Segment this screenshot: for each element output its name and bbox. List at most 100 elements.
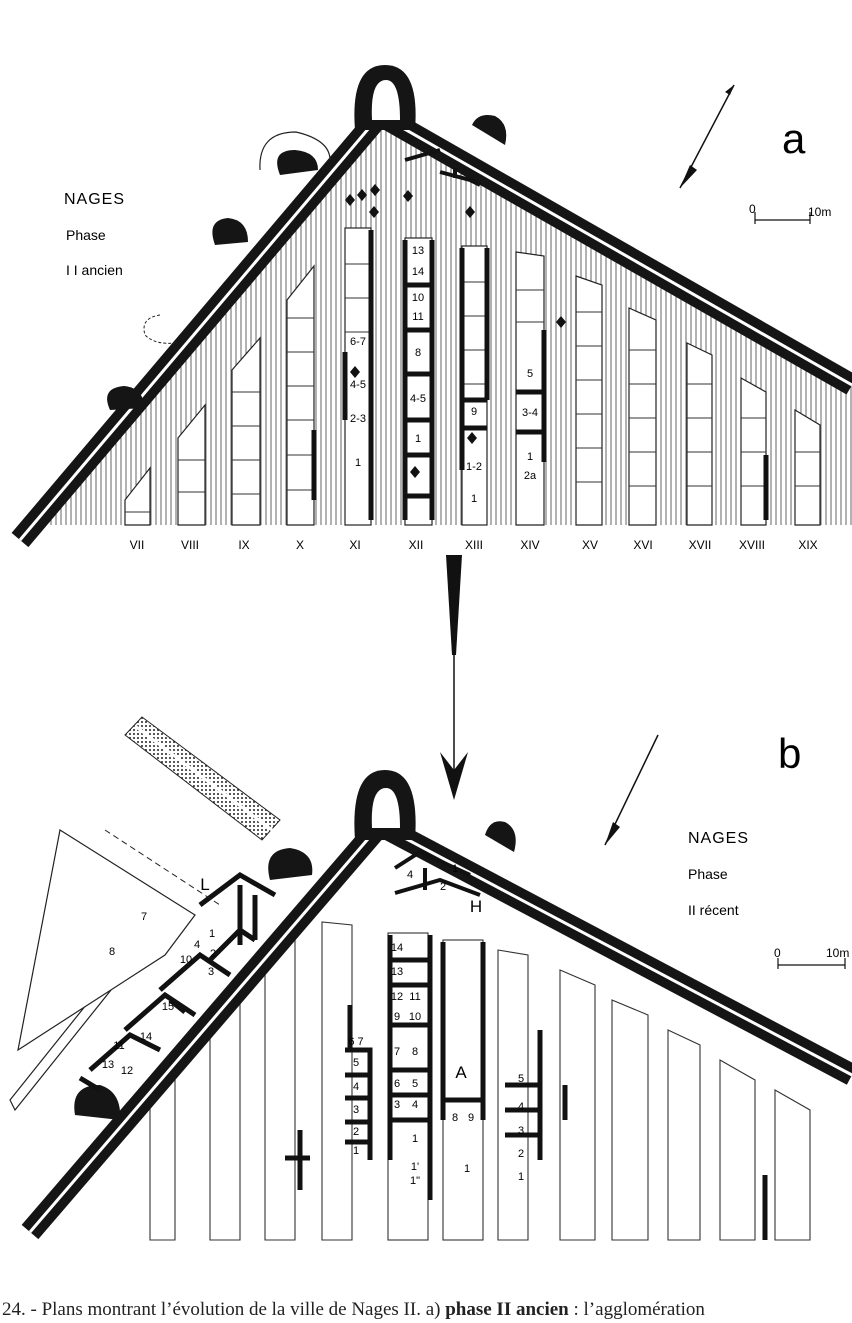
room-label: 5 [412, 1078, 418, 1090]
room-label: 5 [527, 368, 533, 380]
panel-a-title: NAGES [64, 191, 125, 208]
room-label: 4 [518, 1101, 524, 1113]
insula-label: XVI [633, 538, 652, 552]
room-label: 1 [471, 493, 477, 505]
insula-label: XIX [798, 538, 817, 552]
room-label: 14 [391, 942, 403, 954]
area-letter: A [455, 1063, 467, 1082]
room-label: 4-5 [350, 379, 366, 391]
room-label: 11 [113, 1040, 124, 1052]
panel-b-phase-name: II récent [688, 902, 739, 918]
insula-label: XIII [465, 538, 483, 552]
room-label: 9 [471, 406, 477, 418]
area-letter: H [470, 897, 482, 916]
north-arrow-b [604, 734, 659, 846]
room-label: 1-2 [466, 461, 482, 473]
room-label: 9 [394, 1011, 400, 1023]
insula-blocks [124, 227, 821, 526]
room-label: 4 [412, 1099, 418, 1111]
room-label: 1 [209, 928, 215, 940]
transition-arrow [440, 555, 468, 800]
panel-a-scale-end: 10m [808, 205, 831, 219]
scale-bar-b [777, 958, 846, 969]
room-label: 12 [391, 991, 403, 1003]
room-label: 8 [109, 946, 115, 958]
room-label: 7 [394, 1046, 400, 1058]
caption-number: 24. [2, 1299, 26, 1320]
room-label: 4 [194, 939, 200, 951]
room-label: 7 [141, 911, 147, 923]
insula-label: VIII [181, 538, 199, 552]
north-arrow-a [679, 84, 735, 189]
figure-caption: 24. - Plans montrant l’évolution de la v… [2, 1299, 852, 1321]
room-label: 6-7 [350, 336, 366, 348]
scale-bar-a [754, 212, 811, 224]
panel-b-title: NAGES [688, 830, 749, 847]
panel-a-scale-start: 0 [749, 202, 756, 216]
room-label: 11 [409, 991, 420, 1003]
panel-b [9, 716, 852, 1241]
room-label: 1 [464, 1163, 470, 1175]
caption-text: - Plans montrant l’évolution de la ville… [25, 1299, 446, 1320]
room-label: 2a [524, 470, 537, 482]
room-label: 1 [452, 863, 458, 875]
room-label: 1 [353, 1145, 359, 1157]
room-label: 11 [412, 311, 423, 323]
panel-b-phase-label: Phase [688, 866, 728, 882]
room-label: 1 [412, 1133, 418, 1145]
room-label: 8 [415, 347, 421, 359]
room-label: 8 [412, 1046, 418, 1058]
insula-label: XVII [689, 538, 712, 552]
room-label: 6 7 [348, 1036, 363, 1048]
area-letter: L [200, 875, 209, 894]
insula-label: IX [238, 538, 249, 552]
room-label: 5 [353, 1057, 359, 1069]
room-label: 10 [412, 292, 424, 304]
caption-bold: phase II ancien [445, 1299, 569, 1320]
room-label: 10 [180, 954, 192, 966]
insula-label: XVIII [739, 538, 765, 552]
caption-text-end: : l’agglomération [568, 1299, 705, 1320]
room-label: 4 [407, 869, 413, 881]
room-label: 4-5 [410, 393, 426, 405]
room-label: 2 [518, 1148, 524, 1160]
room-label: 2-3 [350, 413, 366, 425]
room-label: 2 [210, 948, 216, 960]
room-label: 1 [518, 1171, 524, 1183]
room-label: 2 [440, 881, 446, 893]
panel-b-letter: b [778, 730, 801, 777]
room-label: 15 [162, 1001, 174, 1013]
room-label: 14 [140, 1031, 152, 1043]
room-label: 3 [353, 1104, 359, 1116]
panel-a-phase-label: Phase [66, 227, 106, 243]
panel-a-phase-name: I I ancien [66, 262, 123, 278]
room-label: 5 [518, 1073, 524, 1085]
room-label: 14 [412, 266, 424, 278]
room-label: 13 [102, 1059, 114, 1071]
room-label: 4 [353, 1081, 359, 1093]
panel-a-letter: a [782, 115, 806, 162]
panel-a [11, 65, 852, 548]
room-label: 3 [518, 1125, 524, 1137]
room-label: 3 [208, 966, 214, 978]
room-label: 1 [415, 433, 421, 445]
room-label: 1" [410, 1175, 420, 1187]
room-label: 10 [409, 1011, 421, 1023]
insula-label: XIV [520, 538, 539, 552]
room-label: 2 [353, 1126, 359, 1138]
room-label: 1 [527, 451, 533, 463]
room-label: 8 [452, 1112, 458, 1124]
room-label: 13 [391, 966, 403, 978]
room-label: 6 [394, 1078, 400, 1090]
room-label: 3 [394, 1099, 400, 1111]
room-label: 1' [411, 1161, 419, 1173]
panel-b-scale-start: 0 [774, 946, 781, 960]
insula-label: X [296, 538, 304, 552]
room-label: 9 [468, 1112, 474, 1124]
room-label: 13 [412, 245, 424, 257]
panel-b-scale-end: 10m [826, 946, 849, 960]
